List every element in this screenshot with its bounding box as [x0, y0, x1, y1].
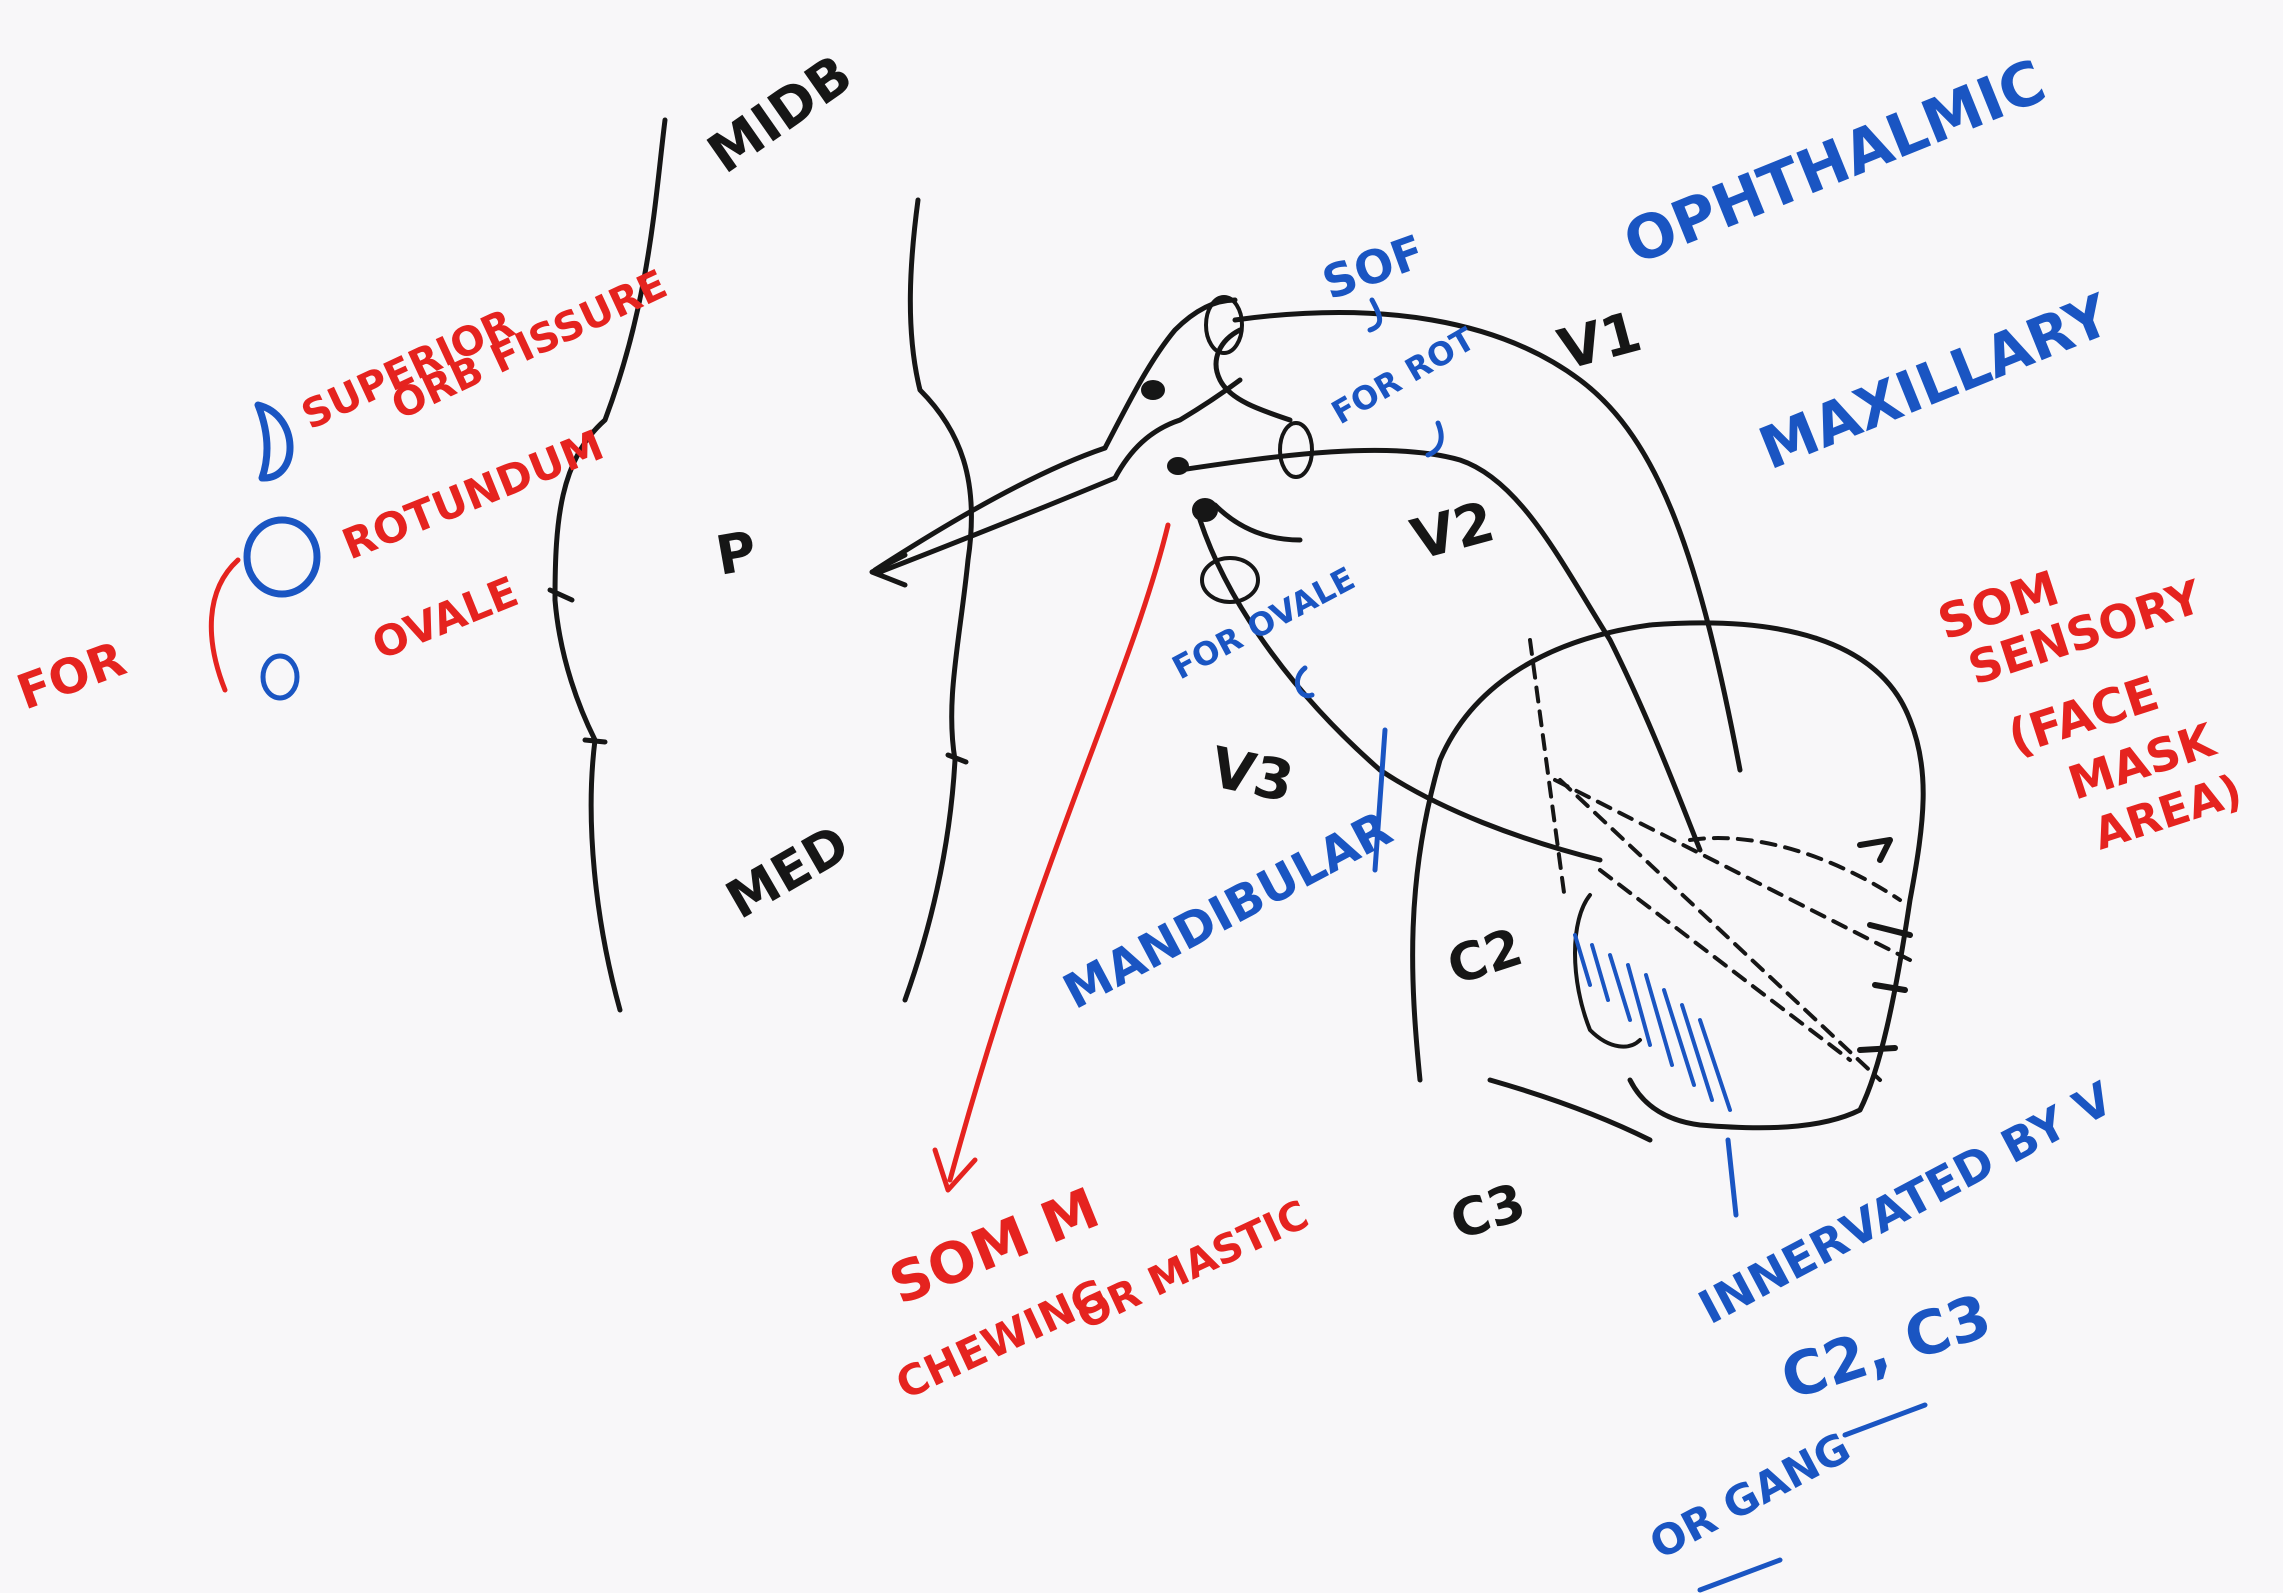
sof-label: SOF: [1315, 224, 1431, 310]
dot-2: [1167, 457, 1189, 475]
brainstem-labels: MIDB P MED: [696, 42, 863, 931]
c2-label: C2: [1440, 917, 1529, 997]
legend-rotundum-label: ROTUNDUM: [335, 420, 610, 569]
midbrain-label: MIDB: [696, 42, 863, 185]
legend-ovale-label: OVALE: [365, 567, 524, 669]
v2-label: V2: [1405, 489, 1501, 573]
legend-symbols: [247, 405, 317, 698]
v3-label: V3: [1205, 735, 1299, 816]
dot-3: [1192, 498, 1218, 522]
or-gang-label: OR GANG: [1642, 1423, 1859, 1569]
red-labels: FOR SUPERIOR ORB FISSURE ROTUNDUM OVALE …: [10, 261, 2248, 1409]
legend-bracket: [211, 560, 238, 690]
c3-label: C3: [1443, 1172, 1532, 1252]
som-motor-line3: OR MASTIC: [1070, 1192, 1316, 1339]
rotundum-circle-icon: [247, 520, 317, 594]
mandibular-label: MANDIBULAR: [1054, 801, 1401, 1021]
ovale-label: FOR OVALE: [1166, 559, 1361, 687]
innervated-label: INNERVATED BY V: [1690, 1071, 2122, 1335]
ear-hatching: [1575, 935, 1730, 1110]
motor-arrow: [935, 525, 1168, 1190]
ovale-circle-icon: [263, 656, 297, 698]
dot-1: [1141, 380, 1165, 400]
pons-label: P: [711, 519, 761, 588]
legend-for-label: FOR: [10, 631, 133, 721]
c2-c3-label: C2, C3: [1773, 1281, 1999, 1414]
rot-ring: [1280, 423, 1312, 477]
dermatome-labels: C2 C3: [1440, 917, 1532, 1252]
ovale-ring: [1202, 558, 1258, 602]
v1-label: V1: [1552, 299, 1648, 383]
foramen-markers: [1202, 297, 1312, 602]
maxillary-label: MAXILLARY: [1750, 281, 2121, 483]
medulla-label: MED: [717, 814, 860, 931]
face-division-lines: [1530, 640, 1910, 1080]
rot-label: FOR ROT: [1325, 320, 1481, 432]
sof-shape-icon: [258, 405, 290, 478]
ophthalmic-label: OPHTHALMIC: [1614, 47, 2055, 279]
